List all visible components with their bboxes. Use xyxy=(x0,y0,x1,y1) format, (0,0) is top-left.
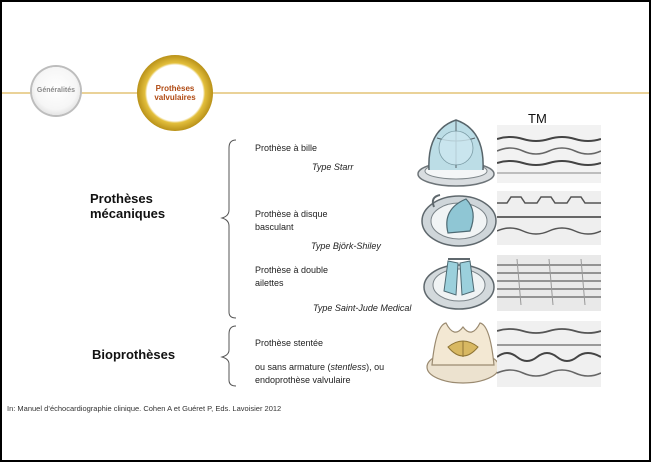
group-mechanical-line2: mécaniques xyxy=(90,205,166,221)
item-disque-line2: basculant xyxy=(255,222,294,233)
nav-circle-protheses-valvulaires[interactable]: Prothèses valvulaires xyxy=(137,55,213,131)
item-ailettes: Prothèse à double ailettes xyxy=(255,264,328,290)
bioprosthesis-illustration xyxy=(426,322,500,384)
group-mechanical-label: Prothèses mécaniques xyxy=(90,191,166,222)
nav-circle-generalites[interactable]: Généralités xyxy=(32,67,80,115)
item-disque: Prothèse à disque basculant xyxy=(255,208,328,234)
nav-generalites-label: Généralités xyxy=(36,86,76,94)
item-bille: Prothèse à bille xyxy=(255,143,318,153)
brace-bio xyxy=(220,325,237,387)
item-disque-type: Type Björk-Shiley xyxy=(311,241,381,251)
group-mechanical-line1: Prothèses xyxy=(90,191,153,206)
item-stentless: ou sans armature (stentless), ou xyxy=(255,362,384,372)
nav-protheses-line2: valvulaires xyxy=(154,93,196,102)
tm-trace-bille xyxy=(497,125,601,183)
citation: In: Manuel d’échocardiographie clinique.… xyxy=(7,404,282,413)
bjork-shiley-valve-illustration xyxy=(421,194,497,247)
nav-protheses-label: Prothèses valvulaires xyxy=(154,84,195,102)
tm-trace-bioprothese xyxy=(497,321,601,387)
item-stentless-prefix: ou sans armature ( xyxy=(255,362,331,372)
starr-valve-illustration xyxy=(417,119,495,187)
item-stentless-word: stentless xyxy=(330,362,367,372)
item-ailettes-type: Type Saint-Jude Medical xyxy=(313,303,412,313)
tm-trace-disque xyxy=(497,191,601,245)
item-endo: endoprothèse valvulaire xyxy=(255,375,351,385)
nav-protheses-line1: Prothèses xyxy=(155,83,195,93)
group-bio-label: Bioprothèses xyxy=(92,347,176,362)
saint-jude-valve-illustration xyxy=(423,258,495,310)
item-stentless-suffix: ), ou xyxy=(366,362,385,372)
item-disque-line1: Prothèse à disque xyxy=(255,209,328,219)
tm-echo-traces xyxy=(497,125,601,387)
item-ailettes-line2: ailettes xyxy=(255,278,284,289)
item-bille-type: Type Starr xyxy=(312,162,354,172)
item-ailettes-line1: Prothèse à double xyxy=(255,265,329,275)
brace-mechanical xyxy=(220,139,237,319)
tm-label: TM xyxy=(528,111,547,126)
tm-trace-ailettes xyxy=(497,255,601,311)
item-stentee: Prothèse stentée xyxy=(255,338,324,348)
